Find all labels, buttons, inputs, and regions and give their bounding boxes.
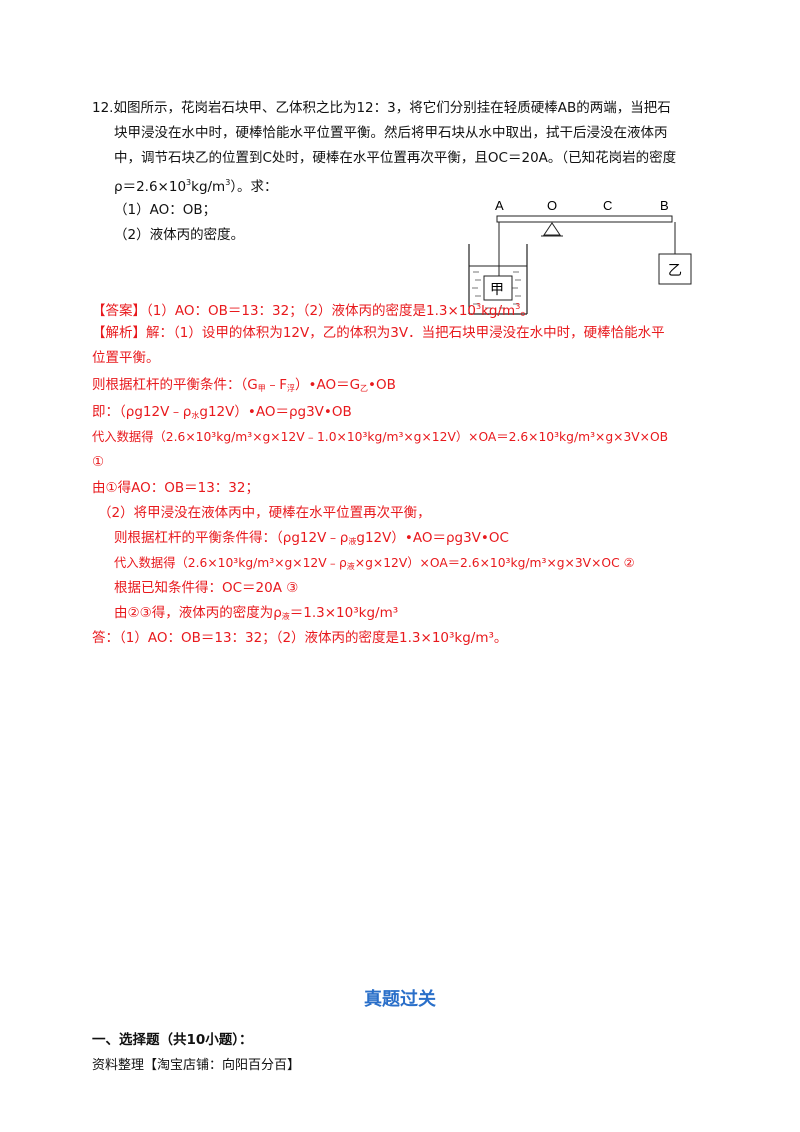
analysis-line-11: 根据已知条件得：OC＝20A ③ bbox=[114, 580, 299, 596]
analysis-line-3: 则根据杠杆的平衡条件：（G甲﹣F浮）•AO＝G乙•OB bbox=[92, 375, 396, 399]
analysis-text-4a: 即：（ρg12V﹣ρ bbox=[92, 404, 192, 420]
label-C: C bbox=[603, 198, 612, 213]
analysis-line-13: 答：（1）AO：OB＝13：32；（2）液体丙的密度是1.3×10³kg/m³。 bbox=[92, 630, 508, 646]
lever-bar bbox=[496, 215, 673, 223]
section-title: 真题过关 bbox=[364, 989, 436, 1010]
analysis-text-3a: 则根据杠杆的平衡条件：（G bbox=[92, 377, 258, 393]
analysis-text-1: 解：（1）设甲的体积为12V，乙的体积为3V．当把石块甲浸没在水中时，硬棒恰能水… bbox=[146, 325, 665, 341]
problem-line-2: 块甲浸没在水中时，硬棒恰能水平位置平衡。然后将甲石块从水中取出，拭干后浸没在液体… bbox=[114, 125, 668, 141]
analysis-text-12a: 由②③得，液体丙的密度为ρ bbox=[114, 605, 282, 621]
answer-sup-2: 3 bbox=[515, 302, 521, 311]
block-jia-label: 甲 bbox=[490, 282, 504, 298]
analysis-line-12: 由②③得，液体丙的密度为ρ液＝1.3×10³kg/m³ bbox=[114, 603, 398, 627]
analysis-line-4: 即：（ρg12V﹣ρ水g12V）•AO＝ρg3V•OB bbox=[92, 402, 352, 426]
analysis-text-10b: ×g×12V）×OA＝2.6×10³kg/m³×g×3V×OC ② bbox=[354, 556, 635, 570]
analysis-line-2: 位置平衡。 bbox=[92, 350, 160, 366]
lever-diagram: A O C B 乙 甲 bbox=[468, 198, 692, 315]
density-text-b: kg/m bbox=[191, 179, 226, 195]
answer-line: 【答案】（1）AO：OB＝13：32；（2）液体丙的密度是1.3×103kg/m… bbox=[92, 297, 534, 321]
analysis-text-3b: ﹣F bbox=[265, 377, 287, 393]
label-O: O bbox=[547, 198, 557, 213]
density-text-a: ρ＝2.6×10 bbox=[114, 179, 187, 195]
analysis-text-10a: 代入数据得（2.6×10³kg/m³×g×12V﹣ρ bbox=[114, 556, 347, 570]
analysis-text-3c: ）•AO＝G bbox=[294, 377, 361, 393]
sub-shui: 水 bbox=[191, 411, 200, 420]
block-yi bbox=[658, 253, 692, 285]
analysis-line-8: （2）将甲浸没在液体丙中，硬棒在水平位置再次平衡， bbox=[98, 505, 431, 521]
analysis-text-12b: ＝1.3×10³kg/m³ bbox=[289, 605, 399, 621]
sub-ye-2: 液 bbox=[346, 562, 355, 571]
analysis-text-3d: •OB bbox=[368, 377, 396, 393]
block-yi-label: 乙 bbox=[668, 263, 682, 279]
sub-ye-3: 液 bbox=[281, 612, 290, 621]
answer-text: （1）AO：OB＝13：32；（2）液体丙的密度是1.3×10 bbox=[146, 303, 477, 319]
density-text-c: ）。求： bbox=[230, 179, 278, 195]
sub-fu: 浮 bbox=[286, 384, 295, 393]
sub-yi: 乙 bbox=[360, 384, 369, 393]
label-A: A bbox=[495, 198, 504, 213]
problem-line-3: 中，调节石块乙的位置到C处时，硬棒在水平位置再次平衡，且OC＝20A。（已知花岗… bbox=[114, 150, 677, 166]
analysis-text-4b: g12V）•AO＝ρg3V•OB bbox=[199, 404, 352, 420]
analysis-line-6: ① bbox=[92, 454, 105, 470]
sub-jia: 甲 bbox=[257, 384, 266, 393]
density-sup-1: 3 bbox=[186, 178, 192, 187]
analysis-bracket: 【解析】 bbox=[92, 325, 146, 341]
analysis-line-1: 【解析】解：（1）设甲的体积为12V，乙的体积为3V．当把石块甲浸没在水中时，硬… bbox=[92, 323, 665, 343]
problem-line-1: 12.如图所示，花岗岩石块甲、乙体积之比为12：3，将它们分别挂在轻质硬棒AB的… bbox=[92, 100, 671, 116]
analysis-line-10: 代入数据得（2.6×10³kg/m³×g×12V﹣ρ液×g×12V）×OA＝2.… bbox=[114, 553, 635, 577]
fulcrum bbox=[543, 222, 561, 236]
analysis-text-9a: 则根据杠杆的平衡条件得：（ρg12V﹣ρ bbox=[114, 530, 349, 546]
water-dashes bbox=[472, 271, 521, 309]
answer-bracket: 【答案】 bbox=[92, 303, 146, 319]
analysis-line-7: 由①得AO：OB＝13：32； bbox=[92, 480, 259, 496]
answer-sup: 3 bbox=[476, 302, 482, 311]
block-jia bbox=[483, 275, 513, 301]
question-2: （2）液体丙的密度。 bbox=[114, 227, 245, 243]
answer-end: 。 bbox=[520, 303, 534, 319]
analysis-line-9: 则根据杠杆的平衡条件得：（ρg12V﹣ρ液g12V）•AO＝ρg3V•OC bbox=[114, 528, 509, 552]
problem-line-4: ρ＝2.6×103kg/m3）。求： bbox=[114, 173, 278, 197]
label-B: B bbox=[660, 198, 669, 213]
answer-unit: kg/m bbox=[481, 303, 516, 319]
density-sup-2: 3 bbox=[225, 178, 231, 187]
analysis-text-9b: g12V）•AO＝ρg3V•OC bbox=[356, 530, 509, 546]
sub-ye-1: 液 bbox=[348, 537, 357, 546]
section-heading: 一、选择题（共10小题）： bbox=[92, 1032, 253, 1048]
analysis-line-5: 代入数据得（2.6×10³kg/m³×g×12V﹣1.0×10³kg/m³×g×… bbox=[92, 430, 669, 444]
footer-note: 资料整理【淘宝店铺：向阳百分百】 bbox=[92, 1058, 301, 1073]
question-1: （1）AO：OB； bbox=[114, 202, 217, 218]
